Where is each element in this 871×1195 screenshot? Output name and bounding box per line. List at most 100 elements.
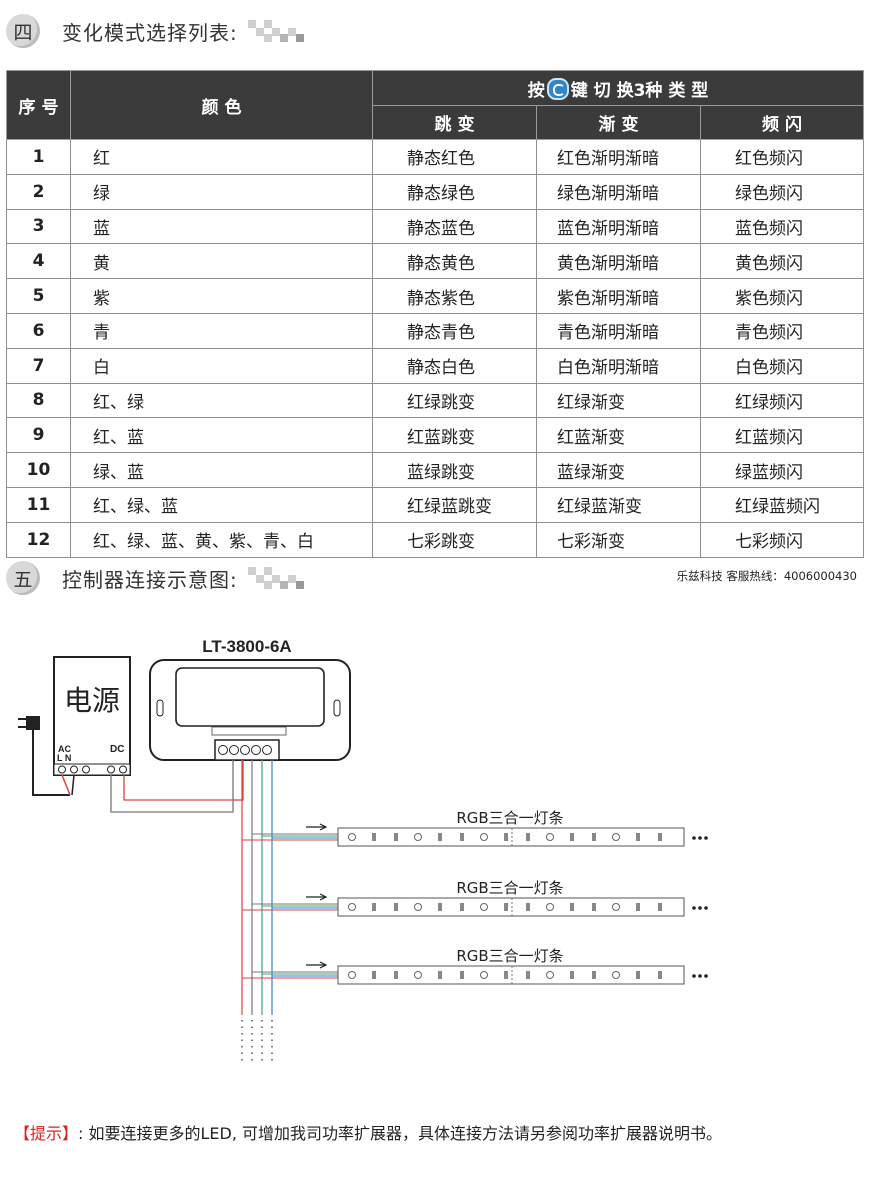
row-fade: 黄色渐明渐暗 [536,243,701,280]
row-fade: 绿色渐明渐暗 [536,173,701,210]
row-color: 绿 [70,173,373,210]
strip-label: RGB三合一灯条 [456,879,563,897]
section-5-title: 控制器连接示意图: [62,567,238,592]
controller-model: LT-3800-6A [202,637,291,656]
row-index: 1 [6,139,71,175]
row-jump: 红绿蓝跳变 [372,486,537,523]
power-label: 电源 [64,684,120,717]
row-color: 蓝 [70,208,373,245]
header-index: 序 号 [6,70,71,140]
row-fade: 白色渐明渐暗 [536,347,701,384]
row-fade: 青色渐明渐暗 [536,312,701,349]
section-5-header: 五 控制器连接示意图: [6,561,304,595]
controller-box [149,659,351,761]
resistor [636,903,640,911]
strip-label: RGB三合一灯条 [456,809,563,827]
resistor [658,971,662,979]
row-index: 2 [6,173,71,210]
row-index: 3 [6,208,71,245]
resistor [504,971,508,979]
connection-diagram: LT-3800-6A 电源 AC L N DC [18,637,708,1062]
row-strobe: 红蓝频闪 [700,417,864,454]
row-index: 12 [6,521,71,558]
led-chip [546,833,554,841]
led-chip [414,971,422,979]
row-index: 11 [6,486,71,523]
row-strobe: 白色频闪 [700,347,864,384]
row-fade: 蓝绿渐变 [536,452,701,488]
row-index: 5 [6,278,71,314]
row-color: 红、绿、蓝 [70,486,373,523]
row-index: 9 [6,417,71,454]
resistor [592,971,596,979]
led-chip [480,833,488,841]
row-color: 红、绿、蓝、黄、紫、青、白 [70,521,373,558]
resistor [570,833,574,841]
row-jump: 静态紫色 [372,278,537,314]
resistor [438,903,442,911]
row-strobe: 红绿蓝频闪 [700,486,864,523]
mode-key-icon [546,77,569,100]
dc-label: DC [110,744,124,755]
row-strobe: 蓝色频闪 [700,208,864,245]
row-fade: 红蓝渐变 [536,417,701,454]
row-fade: 七彩渐变 [536,521,701,558]
row-jump: 静态红色 [372,139,537,175]
trunk-wires [241,760,273,1062]
row-index: 8 [6,382,71,419]
row-strobe: 紫色频闪 [700,278,864,314]
resistor [460,903,464,911]
row-strobe: 绿色频闪 [700,173,864,210]
continuation-dot [692,836,696,840]
led-chip [612,833,620,841]
resistor [394,903,398,911]
row-color: 红、蓝 [70,417,373,454]
row-jump: 七彩跳变 [372,521,537,558]
row-fade: 红绿渐变 [536,382,701,419]
row-strobe: 黄色频闪 [700,243,864,280]
continuation-dot [704,974,708,978]
row-fade: 蓝色渐明渐暗 [536,208,701,245]
resistor [438,971,442,979]
header-color: 颜 色 [70,70,373,140]
led-chip [414,833,422,841]
arrow-icon [306,961,328,969]
row-index: 7 [6,347,71,384]
led-chip [414,903,422,911]
row-jump: 静态黄色 [372,243,537,280]
header-jump: 跳 变 [372,105,537,140]
resistor [394,833,398,841]
row-color: 红、绿 [70,382,373,419]
resistor [526,833,530,841]
resistor [460,971,464,979]
row-color: 紫 [70,278,373,314]
resistor [372,971,376,979]
row-color: 青 [70,312,373,349]
row-fade: 紫色渐明渐暗 [536,278,701,314]
ln-label: L N [57,753,71,763]
continuation-dot [692,974,696,978]
resistor [372,903,376,911]
continuation-dot [698,974,702,978]
row-strobe: 红色频闪 [700,139,864,175]
row-fade: 红色渐明渐暗 [536,139,701,175]
resistor [504,833,508,841]
resistor [636,971,640,979]
power-supply: 电源 AC L N DC [53,656,131,776]
resistor [526,903,530,911]
row-jump: 蓝绿跳变 [372,452,537,488]
row-jump: 静态蓝色 [372,208,537,245]
led-chip [348,833,356,841]
row-jump: 静态青色 [372,312,537,349]
row-fade: 红绿蓝渐变 [536,486,701,523]
